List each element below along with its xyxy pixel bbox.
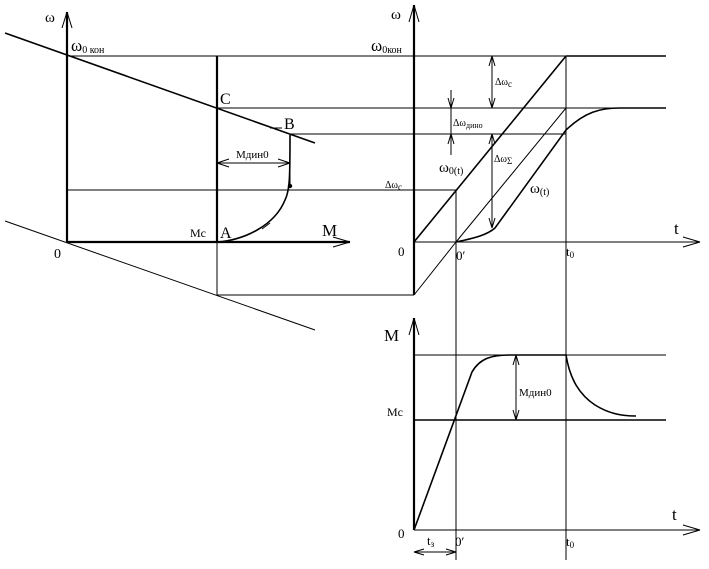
label-m-axis-bottom: M: [384, 326, 399, 345]
label-o-prime-bottom: 0′: [455, 534, 465, 549]
right-omega-arrow-b: [413, 4, 420, 23]
right-omega-arrow-a: [408, 4, 415, 23]
label-t0-top: t0: [566, 244, 575, 260]
label-delta-omega-dyn: Δωдино: [453, 118, 483, 130]
tz-a4: [445, 551, 457, 556]
label-omega-right: ω: [391, 7, 401, 23]
torque-t-curve: [413, 354, 637, 531]
label-point-c: C: [220, 91, 231, 108]
tz-a1: [413, 548, 425, 553]
mdyn-arrow-r2: [277, 162, 291, 168]
label-mc-left: Mc: [190, 226, 206, 240]
tz-a2: [413, 551, 425, 556]
top-t-arrow-a: [682, 236, 701, 243]
bottom-m-arrow-b: [413, 317, 420, 336]
label-delta-omega-c-side: Δωc: [385, 180, 402, 192]
label-origin-top: 0: [398, 244, 405, 259]
label-omega0t: ω0(t): [439, 160, 463, 177]
mdb-a2: [515, 354, 520, 366]
dws-a4: [491, 217, 496, 229]
dwc-a3: [488, 97, 493, 109]
mdyn-arrow-r1: [277, 158, 291, 164]
dwc-a4: [491, 97, 496, 109]
dwd-a4: [450, 133, 455, 145]
tz-a3: [445, 548, 457, 553]
dws-a2: [491, 133, 496, 145]
bottom-t-arrow-b: [682, 529, 701, 536]
mdyn-arrow-l1: [216, 158, 230, 164]
label-mdyn-left: Mдин0: [236, 149, 269, 161]
dwd-a1: [447, 97, 452, 109]
dwc-a2: [491, 55, 496, 67]
label-origin-bottom: 0: [398, 526, 405, 541]
omega0-ramp: [413, 55, 567, 243]
top-right-panel-omega-time: [408, 4, 701, 560]
label-omega-left: ω: [45, 10, 55, 26]
left-panel-mechanical-characteristic: [4, 11, 351, 331]
labels: ω ω0 кон C B A M Mc 0 Mдин0 ω ω0кон Δωc …: [45, 7, 679, 550]
shifted-ramp: [455, 107, 567, 243]
mdyn-arrow-l2: [216, 162, 230, 168]
label-omega0kon-left: ω0 кон: [71, 36, 105, 56]
mechanical-characteristic-line: [4, 32, 316, 144]
bottom-right-panel-torque-time: [408, 317, 701, 556]
label-m-axis-left: M: [322, 221, 337, 240]
label-o-prime-top: 0′: [456, 248, 466, 263]
bottom-m-arrow-a: [408, 317, 415, 336]
bottom-t-arrow-a: [682, 524, 701, 531]
lower-oblique-line: [4, 220, 316, 331]
label-point-b: B: [284, 116, 295, 133]
curve-arrow-mark: [261, 222, 271, 230]
label-origin-left: 0: [54, 247, 61, 262]
dwc-a1: [488, 55, 493, 67]
mdb-a4: [515, 409, 520, 421]
label-tz: tз: [427, 533, 435, 549]
label-t-axis-bottom: t: [672, 505, 677, 524]
projection-lines: [67, 55, 666, 296]
label-mc-bottom: Mc: [387, 405, 403, 419]
label-mdyn-bottom: Mдин0: [519, 387, 552, 399]
omega-t-curve: [455, 107, 666, 243]
top-t-arrow-b: [682, 241, 701, 248]
dws-a1: [488, 133, 493, 145]
dws-a3: [488, 217, 493, 229]
left-omega-arrow-b: [66, 11, 73, 29]
dynamic-point: [287, 183, 293, 189]
label-point-a: A: [220, 225, 232, 242]
oblique-connector: [413, 241, 457, 296]
left-m-arrow-a: [332, 236, 351, 243]
left-omega-arrow-a: [61, 11, 68, 29]
left-m-arrow-b: [332, 241, 351, 248]
label-t-axis-top: t: [674, 219, 679, 238]
dwd-a2: [450, 97, 455, 109]
label-omega0kon-right: ω0кон: [371, 36, 403, 56]
dwd-a3: [447, 133, 452, 145]
mdb-a3: [512, 409, 517, 421]
label-delta-omega-sigma: ΔωΣ: [494, 154, 512, 166]
label-t0-bottom: t0: [566, 534, 575, 550]
label-delta-omega-c-top: Δωc: [495, 77, 512, 89]
label-omega-t: ω(t): [530, 181, 549, 198]
mdb-a1: [512, 354, 517, 366]
